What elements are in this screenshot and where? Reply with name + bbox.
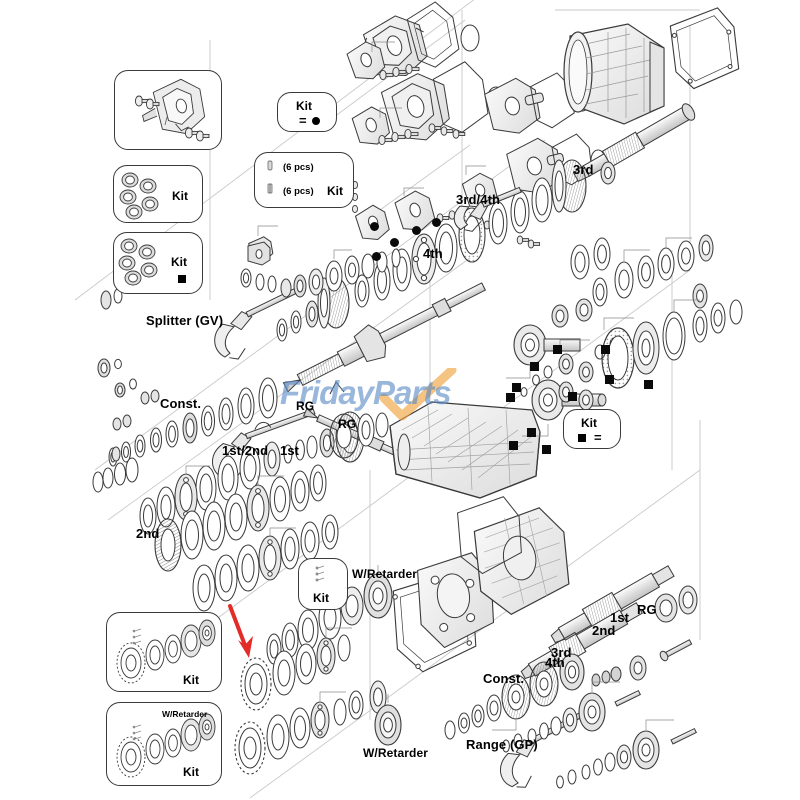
kit-box-bearing-retarder[interactable]: W/Retarder Kit [106,702,222,786]
legend-box-six-pcs[interactable]: (6 pcs) (6 pcs) Kit [254,152,354,208]
bearing-set-illustration [116,619,216,684]
label-rg-bottom: RG [637,602,657,617]
label-3rd-bottom: 3rd [551,645,572,660]
kit-label: Kit [172,189,188,203]
bushings-illustration-lower [118,238,158,286]
kit-square-marker [509,441,518,450]
kit-square-marker [512,383,521,392]
kit-square-marker [506,393,515,402]
kit-square-marker [644,380,653,389]
kit-dot-marker [312,117,320,125]
kit-box-seal-small[interactable]: Kit [298,558,348,610]
kit-label: Kit [296,99,312,113]
pin-symbols [267,160,273,194]
label-wretarder-lower: W/Retarder [363,746,429,760]
bushings-illustration [119,172,159,220]
label-1st-bottom: 1st [610,610,630,625]
kit-square-marker [178,275,186,283]
kit-square-marker [601,345,610,354]
kit-dot-marker [372,252,381,261]
label-const-left: Const. [160,396,202,411]
label-2nd-bottom: 2nd [592,623,616,638]
kit-box-housing[interactable] [114,70,222,150]
kit-label: Kit [183,673,199,687]
kit-square-marker [568,392,577,401]
label-wretarder-upper: W/Retarder [352,567,418,581]
label-2nd-left: 2nd [136,526,160,541]
label-4th-top: 4th [423,246,443,261]
kit-dot-marker [432,218,441,227]
equals-sign: = [594,430,602,445]
kit-label: Kit [313,591,329,605]
kit-dot-marker [390,238,399,247]
label-rg-mid: RG [338,417,357,431]
label-splitter-gv: Splitter (GV) [146,313,224,328]
kit-square-marker [527,428,536,437]
six-pcs-label-1: (6 pcs) [283,162,314,173]
label-const-bottom: Const. [483,671,525,686]
kit-dot-marker [412,226,421,235]
kit-square-marker [542,445,551,454]
kit-label: Kit [171,255,187,269]
kit-box-bushings-upper[interactable]: Kit [113,165,203,223]
kit-sub-label-retarder: W/Retarder [162,709,208,719]
legend-box-kit-dot[interactable]: Kit = [277,92,337,132]
kit-square-marker [530,362,539,371]
kit-box-bearing-front[interactable]: Kit [106,612,222,692]
kit-square-marker [605,375,614,384]
label-1st-2nd: 1st/2nd [222,443,269,458]
kit-housing-illustration [134,78,210,142]
label-1st-left: 1st [280,443,300,458]
kit-label: Kit [327,184,343,198]
label-3rd-top: 3rd [573,162,594,177]
legend-box-kit-square[interactable]: Kit = [563,409,621,449]
seal-marks [315,565,325,582]
kit-square-marker [553,345,562,354]
label-rg-left: RG [296,399,315,413]
kit-square-marker [578,434,586,442]
equals-sign: = [299,113,307,128]
red-pointer-arrow [228,604,253,658]
kit-dot-marker [370,222,379,231]
label-4th-bottom: 4th [545,655,565,670]
kit-label: Kit [581,416,597,430]
six-pcs-label-2: (6 pcs) [283,186,314,197]
bearing-set-retarder-illustration [116,713,216,778]
kit-label: Kit [183,765,199,779]
kit-box-bushings-lower[interactable]: Kit [113,232,203,294]
label-range-gp: Range (GP) [466,737,538,752]
label-3rd-4th: 3rd/4th [456,192,501,207]
